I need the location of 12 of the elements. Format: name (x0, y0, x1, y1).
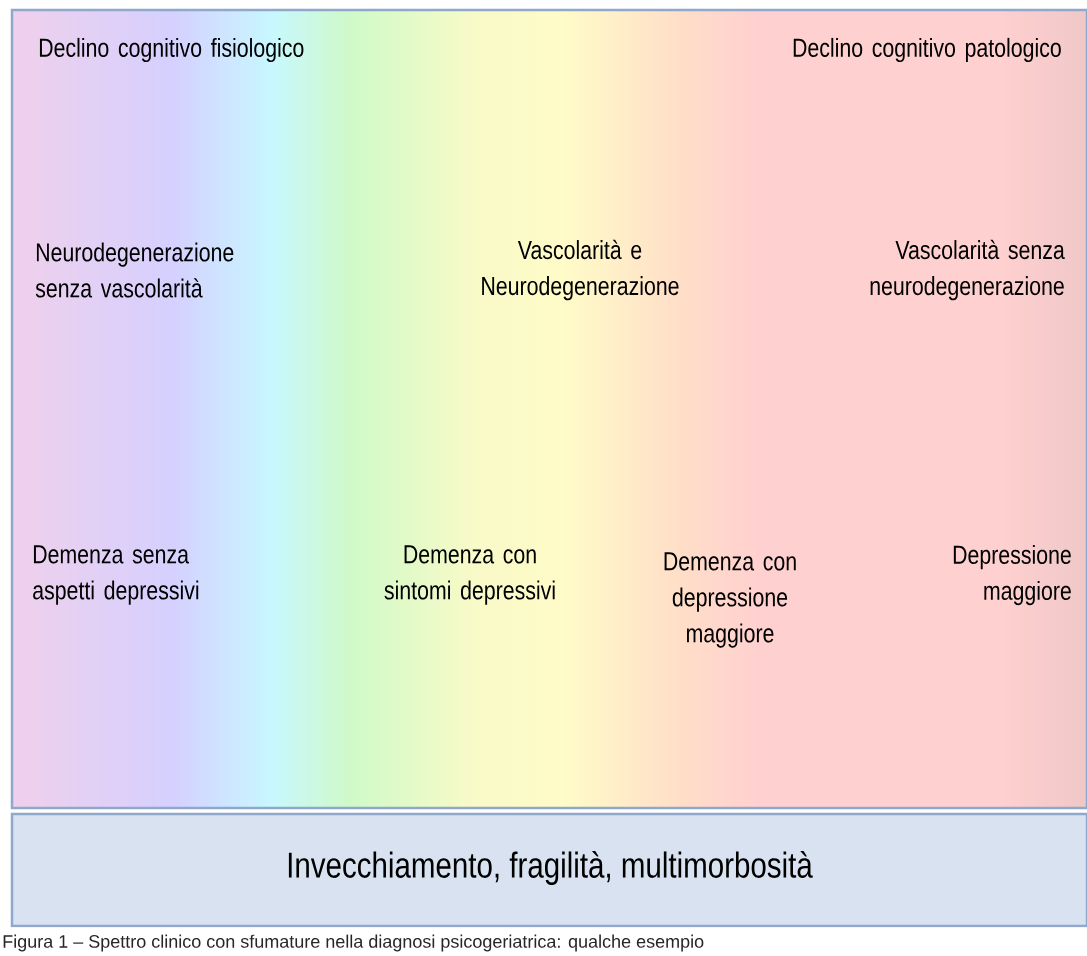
spectrum-label: Demenza con sintomi depressivi (384, 545, 555, 605)
spectrum-label: Depressione maggiore (953, 544, 1071, 606)
spectrum-band (10, 8, 1087, 810)
spectrum-label: Vascolarità e Neurodegenerazione (482, 239, 679, 301)
spectrum-label: Demenza con depressione maggiore (664, 552, 796, 648)
spectrum-label: Declino cognitivo fisiologico (39, 37, 304, 63)
spectrum-label: Demenza senza aspetti depressivi (33, 545, 199, 605)
base-box: Invecchiamento, fragilità, multimorbosità (10, 812, 1087, 928)
spectrum-label: Declino cognitivo patologico (793, 37, 1061, 63)
spectrum-label: Neurodegenerazione senza vascolarità (35, 242, 234, 298)
spectrum-label: Vascolarità senza neurodegenerazione (870, 239, 1065, 301)
figure-caption: Figura 1 – Spettro clinico con sfumature nella diagnosi psicogeriatrica: qualche esempio (3, 934, 704, 952)
